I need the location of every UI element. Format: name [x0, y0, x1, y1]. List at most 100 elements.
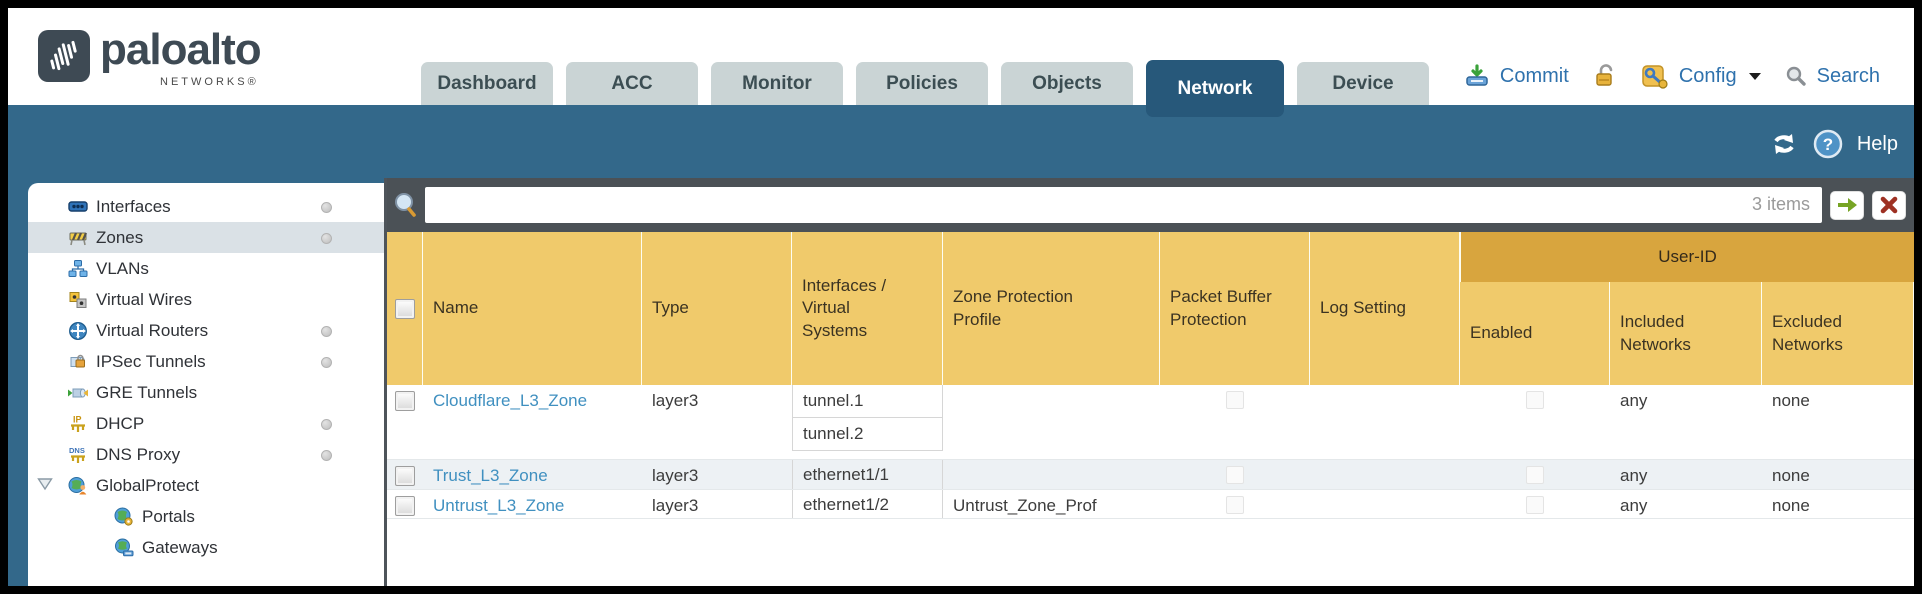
tab-network[interactable]: Network — [1146, 60, 1284, 117]
dns-proxy-icon: DNS — [66, 444, 90, 466]
search-icon[interactable] — [1785, 65, 1807, 87]
sidebar-item-zones[interactable]: Zones — [28, 222, 384, 253]
lock-icon[interactable] — [1593, 63, 1617, 89]
zone-name-link[interactable]: Cloudflare_L3_Zone — [433, 391, 588, 410]
interface-value: ethernet1/2 — [792, 490, 943, 518]
select-all-checkbox-cell[interactable] — [387, 232, 423, 385]
zone-name-cell: Untrust_L3_Zone — [423, 490, 642, 518]
tab-policies[interactable]: Policies — [856, 62, 988, 105]
sidebar-item-label: VLANs — [96, 258, 149, 278]
sidebar-item-portals[interactable]: Portals — [28, 501, 384, 532]
config-caret-icon[interactable] — [1748, 72, 1761, 80]
header-actions: Commit Config Search — [1464, 63, 1880, 89]
sidebar-item-ipsec-tunnels[interactable]: IPSec Tunnels — [28, 346, 384, 377]
sidebar-item-vlans[interactable]: VLANs — [28, 253, 384, 284]
status-dot — [321, 326, 332, 337]
packet-buffer-protection-cell — [1160, 385, 1310, 459]
zone-interfaces-cell: ethernet1/2 — [792, 490, 943, 518]
sidebar-item-gre-tunnels[interactable]: GRE Tunnels — [28, 377, 384, 408]
virtual-wires-icon — [66, 289, 90, 311]
search-menu[interactable]: Search — [1816, 64, 1880, 87]
zone-name-cell: Cloudflare_L3_Zone — [423, 385, 642, 459]
zones-icon — [66, 227, 90, 249]
excluded-networks-cell: none — [1772, 466, 1810, 485]
row-checkbox[interactable] — [395, 391, 415, 411]
sidebar-item-label: GRE Tunnels — [96, 382, 198, 402]
commit-button[interactable]: Commit — [1499, 64, 1569, 87]
sidebar-item-label: Virtual Routers — [96, 320, 209, 340]
filter-toolbar: 3 items — [387, 178, 1914, 232]
sidebar-item-label: GlobalProtect — [96, 475, 199, 495]
dhcp-icon: IP — [66, 413, 90, 435]
paloalto-logo: paloalto NETWORKS® — [38, 26, 262, 88]
column-header-enabled[interactable]: Enabled — [1460, 282, 1610, 385]
log-setting-cell — [1310, 490, 1460, 518]
column-header-packet-buffer-protection[interactable]: Packet Buffer Protection — [1160, 232, 1310, 385]
column-header-zone-protection-profile[interactable]: Zone Protection Profile — [943, 232, 1160, 385]
red-x-icon — [1880, 196, 1898, 214]
sidebar-item-interfaces[interactable]: Interfaces — [28, 191, 384, 222]
log-setting-cell — [1310, 385, 1460, 459]
zone-protection-profile-cell: Untrust_Zone_Prof — [953, 496, 1097, 515]
status-dot — [321, 357, 332, 368]
globalprotect-icon — [66, 475, 90, 497]
svg-text:IP: IP — [73, 414, 82, 424]
expander-triangle-icon[interactable] — [37, 477, 53, 493]
config-icon[interactable] — [1641, 63, 1669, 89]
row-select-cell — [387, 490, 423, 518]
column-header-excluded-networks[interactable]: Excluded Networks — [1762, 282, 1914, 385]
logo-networks-text: NETWORKS® — [160, 76, 259, 88]
tab-monitor[interactable]: Monitor — [711, 62, 843, 105]
zone-name-link[interactable]: Untrust_L3_Zone — [433, 496, 565, 515]
zone-protection-profile-cell — [943, 460, 1160, 489]
packet-buffer-protection-cell — [1160, 490, 1310, 518]
packet-buffer-protection-checkbox — [1226, 496, 1244, 514]
row-checkbox[interactable] — [395, 466, 415, 486]
sidebar-item-label: Gateways — [142, 537, 218, 557]
zone-type-cell: layer3 — [652, 466, 699, 485]
help-icon[interactable]: ? — [1813, 129, 1843, 159]
user-id-enabled-cell — [1460, 460, 1610, 489]
commit-icon[interactable] — [1464, 63, 1490, 89]
column-header-included-networks[interactable]: Included Networks — [1610, 282, 1762, 385]
status-dot — [321, 233, 332, 244]
included-networks-cell: any — [1620, 496, 1648, 515]
zone-name-link[interactable]: Trust_L3_Zone — [433, 466, 548, 485]
row-checkbox[interactable] — [395, 496, 415, 516]
status-dot — [321, 419, 332, 430]
column-header-log-setting[interactable]: Log Setting — [1310, 232, 1460, 385]
sidebar-item-virtual-routers[interactable]: Virtual Routers — [28, 315, 384, 346]
status-dot — [321, 202, 332, 213]
gre-tunnels-icon — [66, 382, 90, 404]
top-header: paloalto NETWORKS® Dashboard ACC Monitor Po… — [8, 8, 1914, 117]
column-header-interfaces-virtual-systems[interactable]: Interfaces / Virtual Systems — [792, 232, 943, 385]
column-header-type[interactable]: Type — [642, 232, 792, 385]
config-menu[interactable]: Config — [1678, 64, 1737, 87]
interface-value: tunnel.1 — [792, 385, 943, 418]
tab-objects[interactable]: Objects — [1001, 62, 1133, 105]
sidebar-item-gateways[interactable]: Gateways — [28, 532, 384, 563]
row-select-cell — [387, 385, 423, 459]
logo-waveform-icon — [50, 40, 77, 71]
filter-input[interactable] — [425, 187, 1822, 223]
sidebar-item-virtual-wires[interactable]: Virtual Wires — [28, 284, 384, 315]
help-button[interactable]: Help — [1856, 132, 1898, 155]
clear-filter-button[interactable] — [1872, 190, 1906, 220]
tab-dashboard[interactable]: Dashboard — [421, 62, 553, 105]
zone-interfaces-cell: ethernet1/1 — [792, 460, 943, 489]
tab-device[interactable]: Device — [1297, 62, 1429, 105]
select-all-checkbox[interactable] — [394, 298, 415, 319]
tab-acc[interactable]: ACC — [566, 62, 698, 105]
user-id-enabled-checkbox — [1526, 466, 1544, 484]
sidebar-item-globalprotect[interactable]: GlobalProtect — [28, 470, 384, 501]
user-id-enabled-cell — [1460, 385, 1610, 459]
apply-filter-button[interactable] — [1830, 190, 1864, 220]
column-header-name[interactable]: Name — [423, 232, 642, 385]
refresh-icon[interactable] — [1769, 131, 1799, 157]
